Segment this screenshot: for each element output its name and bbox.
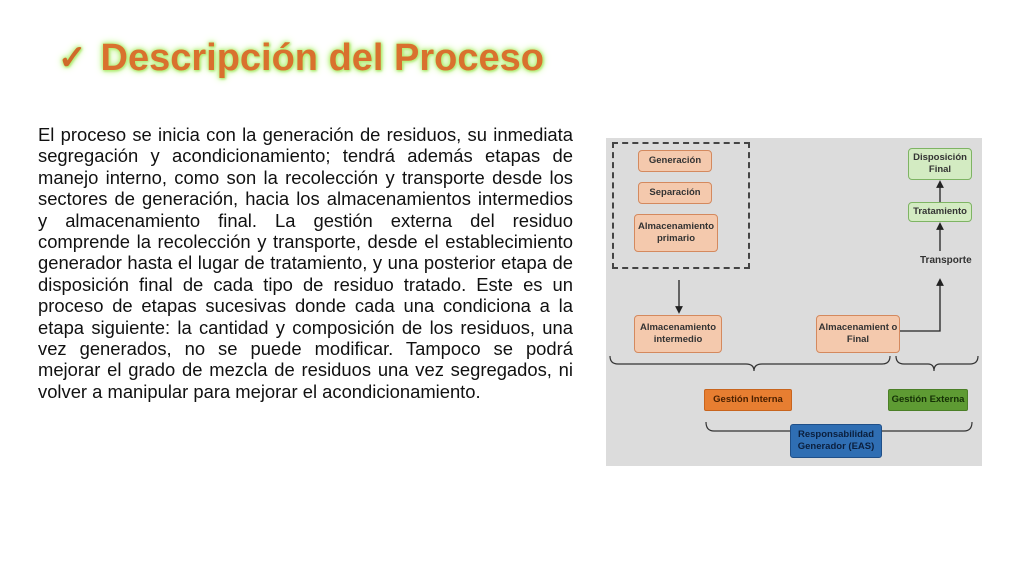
primary-stage-group (612, 142, 750, 269)
slide-title: ✓ Descripción del Proceso (58, 30, 544, 86)
box-almacenamiento-primario: Almacenamiento primario (634, 214, 718, 252)
box-generacion: Generación (638, 150, 712, 172)
check-icon: ✓ (58, 39, 87, 77)
box-almacenamiento-intermedio: Almacenamiento intermedio (634, 315, 722, 353)
box-almacenamiento-final: Almacenamient o Final (816, 315, 900, 353)
slide-title-text: Descripción del Proceso (100, 36, 545, 79)
box-tratamiento: Tratamiento (908, 202, 972, 222)
label-transporte: Transporte (920, 255, 972, 266)
body-paragraph: El proceso se inicia con la generación d… (38, 124, 573, 402)
process-diagram: Generación Separación Almacenamiento pri… (606, 138, 982, 466)
box-separacion: Separación (638, 182, 712, 204)
gestion-interna-badge: Gestión Interna (704, 389, 792, 411)
responsabilidad-generador-badge: Responsabilidad Generador (EAS) (790, 424, 882, 458)
gestion-externa-badge: Gestión Externa (888, 389, 968, 411)
box-disposicion-final: Disposición Final (908, 148, 972, 180)
